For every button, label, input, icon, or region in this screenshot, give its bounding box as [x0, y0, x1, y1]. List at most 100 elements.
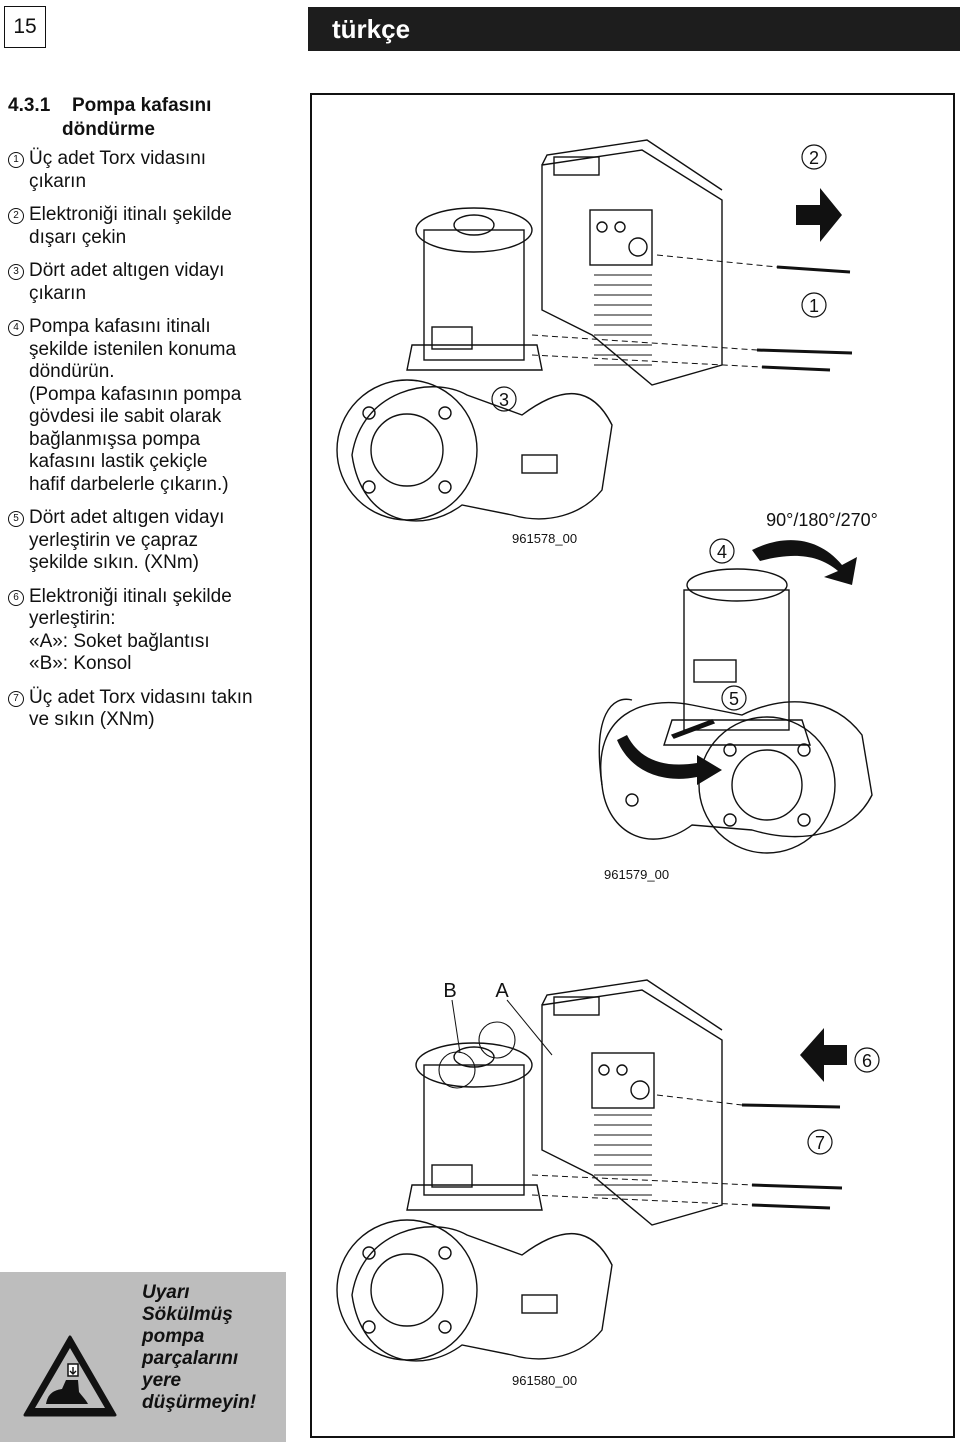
pump-housing — [351, 386, 613, 522]
step-number-icon: 1 — [8, 152, 24, 168]
callout-4: 4 — [717, 542, 727, 562]
section-title: 4.3.1 Pompa kafasını döndürme — [8, 94, 298, 142]
heat-sink-fins — [594, 1114, 652, 1196]
pump-flange-bore — [731, 749, 803, 821]
pump-flange-bore — [370, 1253, 444, 1327]
flange-hole-icon — [723, 743, 737, 757]
warning-line2: Sökülmüş — [142, 1304, 233, 1325]
label-b: B — [443, 980, 456, 1002]
motor-flange — [663, 719, 811, 746]
callout-5: 5 — [729, 689, 739, 709]
motor-body — [683, 589, 790, 731]
step-line: «B»: Konsol — [29, 653, 132, 674]
step-line: yerleştirin: — [29, 608, 116, 629]
step-number-icon: 5 — [8, 511, 24, 527]
section-number: 4.3.1 — [8, 95, 51, 116]
cable-gland-icon — [614, 221, 626, 233]
falling-parts-foot-warning-icon — [23, 1335, 117, 1417]
step-line: çıkarın — [29, 282, 87, 304]
control-panel — [553, 996, 600, 1016]
electronics-module — [541, 149, 723, 386]
flange-hole-icon — [438, 1320, 452, 1334]
callout-3-circle — [491, 386, 517, 412]
torx-screw-icon — [756, 348, 853, 355]
warning-line4: parçalarını — [142, 1348, 239, 1369]
step-number-icon: 6 — [8, 589, 24, 606]
flange-hole-icon — [438, 1246, 452, 1260]
step-line: ve sıkın (XNm) — [29, 709, 155, 730]
rotation-label: 90°/180°/270° — [766, 510, 878, 530]
step-number-icon: 3 — [8, 264, 24, 280]
rotate-arrow-icon — [752, 540, 857, 585]
step-line: çıkarın — [29, 170, 87, 192]
cable-gland-icon — [630, 1080, 650, 1100]
callout-2: 2 — [809, 148, 819, 168]
figure-2-code: 961579_00 — [604, 867, 669, 882]
warning-line3: pompa — [142, 1326, 205, 1347]
torx-screw-icon — [741, 1103, 841, 1109]
control-panel — [553, 156, 600, 176]
cable-gland-icon — [628, 237, 648, 257]
flange-hole-icon — [625, 793, 639, 807]
warning-text: Uyarı Sökülmüş pompa parçalarını yere dü… — [142, 1282, 284, 1414]
flange-hole-icon — [362, 1320, 376, 1334]
warning-line5: yere — [142, 1370, 182, 1391]
step-number-icon: 4 — [8, 320, 24, 336]
motor-top-cap — [453, 214, 495, 236]
callout-1-circle — [801, 292, 827, 318]
step-line: döndürün. — [29, 361, 115, 382]
illustration-panel: 2 1 3 961578_00 90°/180°/27 — [310, 93, 955, 1438]
figure-1-disassembly: 2 1 3 961578_00 — [336, 139, 853, 546]
step-line: şekilde istenilen konuma — [29, 338, 237, 360]
flange-hole-icon — [797, 743, 811, 757]
detail-circle-b — [438, 1051, 476, 1089]
callout-7-circle — [807, 1129, 833, 1155]
step-line: yerleştirin ve çapraz — [29, 529, 198, 551]
step-line: Dört adet altıgen vidayı — [29, 260, 225, 281]
cable-gland-icon — [596, 221, 608, 233]
callout-4-circle — [709, 538, 735, 564]
step-number-icon: 2 — [8, 208, 24, 224]
motor-flange — [406, 344, 543, 371]
step-line: bağlanmışsa pompa — [29, 428, 201, 450]
warning-line1: Uyarı — [142, 1282, 190, 1303]
section-title-line2: döndürme — [62, 119, 155, 140]
page-number: 15 — [4, 6, 46, 48]
push-in-arrow-icon — [800, 1028, 847, 1082]
motor-top — [686, 568, 788, 602]
pump-flange — [336, 1219, 478, 1361]
figure-3-code: 961580_00 — [512, 1373, 577, 1388]
section-title-line1: Pompa kafasını — [72, 95, 212, 116]
warning-line6: düşürmeyin! — [142, 1392, 257, 1413]
step-line: dışarı çekin — [29, 226, 127, 248]
motor-body — [423, 1064, 525, 1196]
figure-1-code: 961578_00 — [512, 531, 577, 546]
figure-3-reassembly: B A 6 — [336, 979, 880, 1388]
screw-axis-line — [531, 1174, 753, 1186]
torx-screw-icon — [776, 265, 851, 274]
motor-flange — [406, 1184, 543, 1211]
motor-nameplate — [693, 659, 737, 683]
motor-top — [415, 1042, 533, 1088]
torx-screw-icon — [761, 365, 831, 372]
step-line: Üç adet Torx vidasını takın — [29, 686, 253, 708]
warning-box: Uyarı Sökülmüş pompa parçalarını yere dü… — [0, 1272, 286, 1442]
motor-nameplate — [431, 1164, 473, 1188]
pump-flange — [698, 716, 836, 854]
flange-hole-icon — [362, 480, 376, 494]
hex-key-icon — [670, 719, 716, 739]
motor-top-cap — [453, 1046, 495, 1068]
electronics-top-edge — [541, 139, 723, 191]
pump-flange — [336, 379, 478, 521]
leader-line-b — [451, 999, 461, 1054]
label-a: A — [495, 980, 509, 1002]
